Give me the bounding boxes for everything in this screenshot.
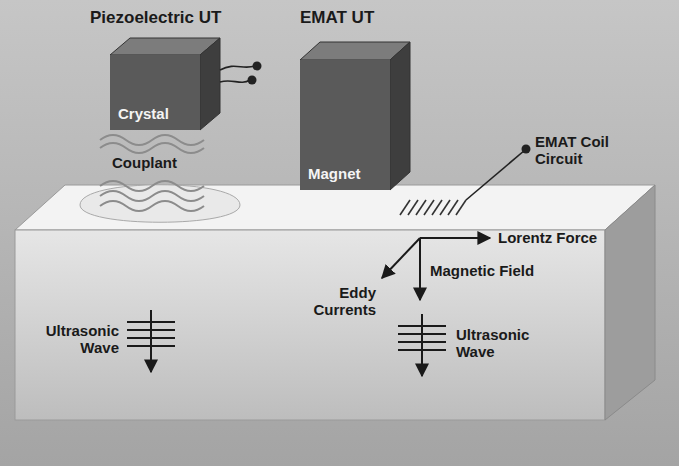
coil-turn: [432, 200, 442, 215]
couplant-wave: [100, 191, 204, 201]
couplant-wave: [100, 181, 204, 191]
magnet-side-face: [390, 42, 410, 190]
coil-label: EMAT Coil Circuit: [535, 133, 630, 168]
coil-turn: [408, 200, 418, 215]
crystal-wire: [220, 66, 255, 70]
crystal-block: Crystal: [110, 55, 200, 130]
coil-turn: [424, 200, 434, 215]
magnet-block: Magnet: [300, 60, 390, 190]
wave-arrow: [150, 310, 152, 372]
coil-turn: [440, 200, 450, 215]
wave-right: [398, 314, 446, 376]
coil-lead: [466, 150, 525, 200]
specimen-front: [15, 230, 605, 420]
coil-turn: [456, 200, 466, 215]
terminal-dot: [248, 76, 257, 85]
crystal-side-face: [200, 38, 220, 130]
coil-turn: [400, 200, 410, 215]
method-heading: EMAT UT: [300, 8, 374, 28]
couplant-waves: [100, 135, 204, 211]
field-label: Magnetic Field: [430, 262, 534, 279]
force-label: Lorentz Force: [498, 229, 597, 246]
method-heading: Piezoelectric UT: [90, 8, 221, 28]
couplant-layer: [80, 185, 240, 223]
couplant-wave: [100, 143, 204, 153]
wave-label: Ultrasonic Wave: [456, 326, 544, 361]
node-label: Magnet: [308, 165, 361, 182]
coil-turn: [448, 200, 458, 215]
lorentz-arrow: [420, 237, 490, 239]
eddy-label: Eddy Currents: [304, 284, 376, 319]
wave-arrow: [421, 314, 423, 376]
wave-label: Ultrasonic Wave: [31, 322, 119, 357]
field-arrow: [419, 238, 421, 300]
eddy-arrow: [382, 238, 420, 278]
crystal-wire: [220, 80, 250, 82]
wave-left: [127, 310, 175, 372]
node-label: Crystal: [118, 105, 169, 122]
coil-turn: [416, 200, 426, 215]
specimen-side: [605, 185, 655, 420]
specimen-top: [15, 185, 655, 230]
terminal-dot: [253, 62, 262, 71]
couplant-wave: [100, 201, 204, 211]
couplant-label: Couplant: [112, 154, 177, 171]
terminal-dot: [522, 145, 531, 154]
emat-coil: [400, 200, 466, 215]
